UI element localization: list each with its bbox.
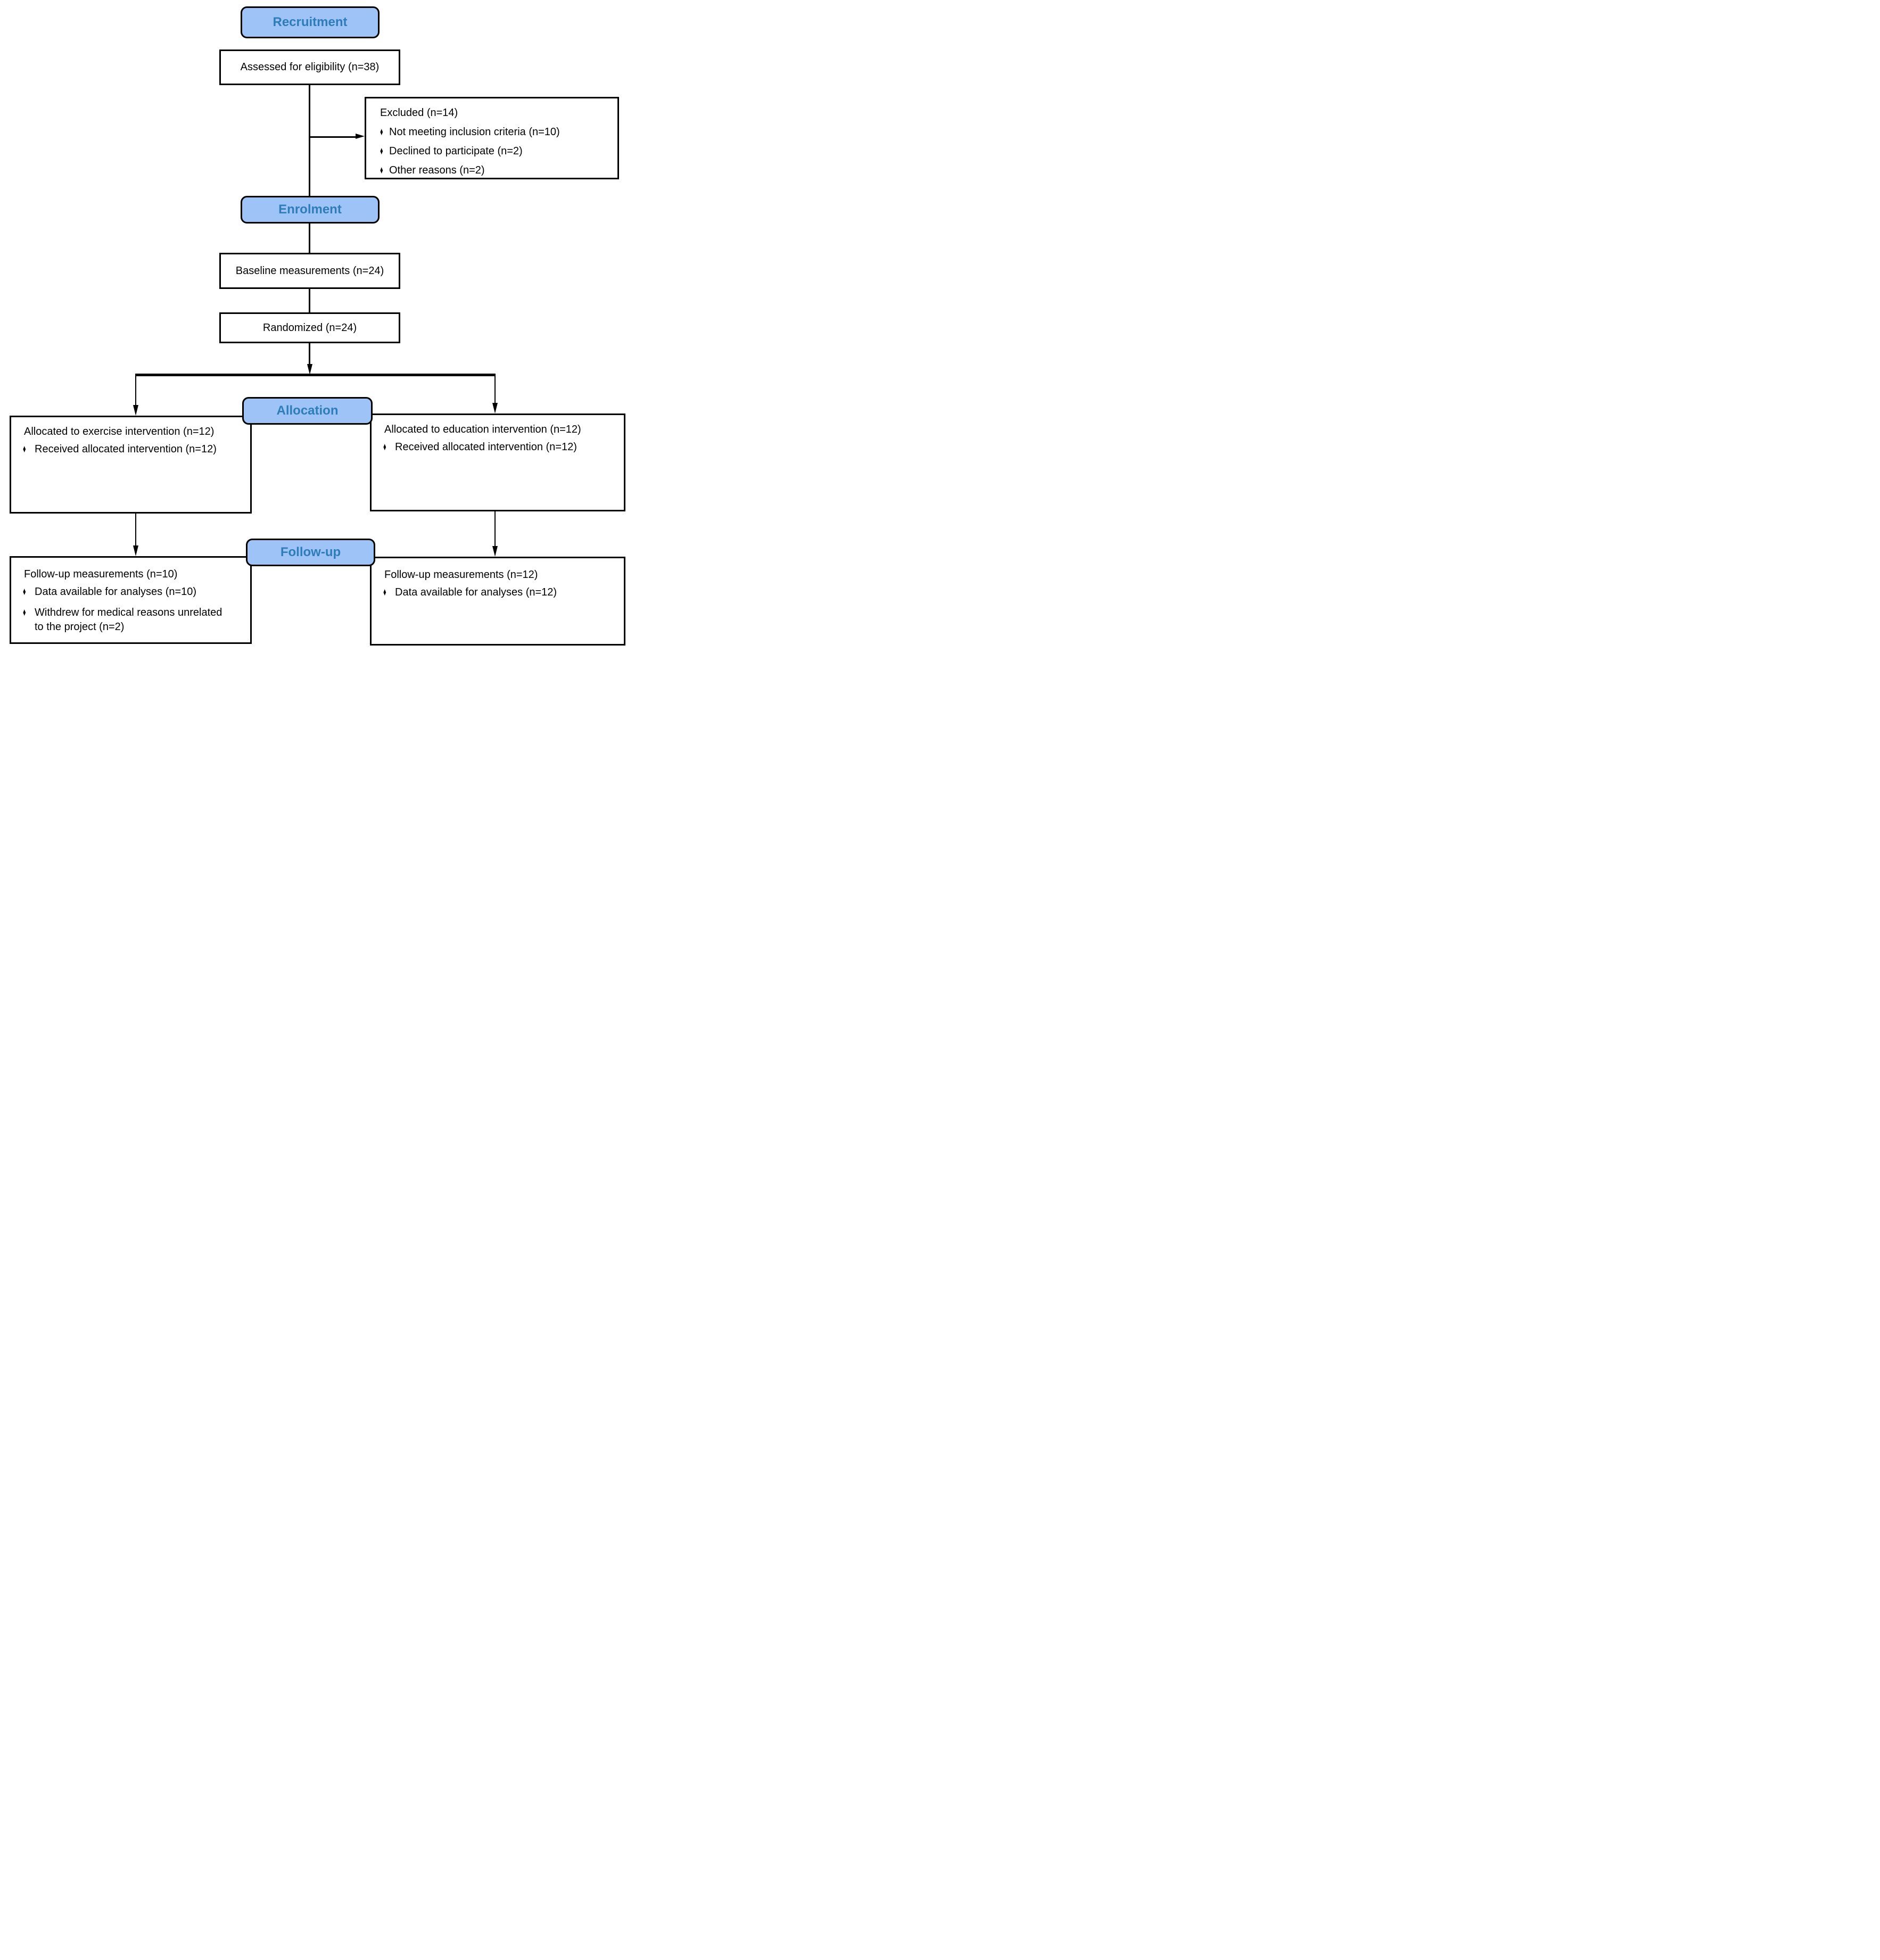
followup-right-bullet-row: ♦ Data available for analyses (n=12) [372,585,624,600]
excluded-bullet-text: Other reasons (n=2) [389,164,485,176]
connector-assessed-enrolment [309,84,310,197]
followup-left-content: Follow-up measurements (n=10) ♦ Data ava… [11,558,250,634]
followup-right-title: Follow-up measurements (n=12) [384,569,538,581]
arrowhead-into-split-icon [307,364,312,375]
followup-left-bullet-text: Data available for analyses (n=10) [35,586,197,598]
stage-recruitment: Recruitment [241,6,380,38]
excluded-title: Excluded (n=14) [380,107,458,119]
randomized-box: Randomized (n=24) [219,312,400,343]
connector-split-alloc-left [135,376,136,406]
arrowhead-into-followup-right-icon [492,546,498,557]
connector-alloc-followup-left [135,512,136,545]
alloc-left-bullet-text: Received allocated intervention (n=12) [35,443,217,455]
excluded-bullet-text: Declined to participate (n=2) [389,145,523,157]
followup-right-box: Follow-up measurements (n=12) ♦ Data ava… [370,557,625,646]
followup-left-bullet-text: Withdrew for medical reasons unrelated t… [35,607,222,633]
stage-allocation-label: Allocation [276,403,339,418]
stage-followup-label: Follow-up [280,545,341,559]
diamond-bullet-icon: ♦ [23,443,26,455]
assessed-text: Assessed for eligibility (n=38) [240,61,380,73]
baseline-text: Baseline measurements (n=24) [235,264,384,277]
excluded-box: Excluded (n=14) ♦ Not meeting inclusion … [365,97,619,179]
followup-left-title: Follow-up measurements (n=10) [24,568,178,580]
connector-alloc-followup-right [494,510,496,546]
arrowhead-into-alloc-left-icon [133,405,138,416]
alloc-left-bullet-row: ♦ Received allocated intervention (n=12) [11,442,250,457]
excluded-bullet-row: ♦ Other reasons (n=2) [366,163,617,178]
alloc-right-bullet-text: Received allocated intervention (n=12) [395,441,577,453]
stage-enrolment: Enrolment [241,196,380,224]
diamond-bullet-icon: ♦ [380,145,383,157]
alloc-left-title: Allocated to exercise intervention (n=12… [24,426,215,437]
stage-recruitment-label: Recruitment [273,15,348,29]
followup-right-bullet-text: Data available for analyses (n=12) [395,586,557,598]
alloc-right-box: Allocated to education intervention (n=1… [370,413,625,511]
diamond-bullet-icon: ♦ [380,164,383,176]
connector-enrolment-baseline [309,222,310,254]
alloc-left-content: Allocated to exercise intervention (n=12… [11,417,250,457]
connector-excluded-branch [310,136,357,138]
diamond-bullet-icon: ♦ [383,586,386,598]
assessed-box: Assessed for eligibility (n=38) [219,49,400,85]
consort-flow-diagram: Recruitment Enrolment Allocation Follow-… [0,0,626,654]
stage-enrolment-label: Enrolment [278,202,342,217]
diamond-bullet-icon: ♦ [383,441,386,453]
diamond-bullet-icon: ♦ [23,607,26,618]
excluded-content: Excluded (n=14) ♦ Not meeting inclusion … [366,98,617,178]
excluded-bullet-row: ♦ Declined to participate (n=2) [366,144,617,159]
alloc-left-box: Allocated to exercise intervention (n=12… [10,416,252,514]
baseline-box: Baseline measurements (n=24) [219,253,400,289]
split-branch-line [135,374,496,376]
connector-baseline-randomized [309,288,310,313]
stage-allocation: Allocation [242,397,373,425]
followup-left-box: Follow-up measurements (n=10) ♦ Data ava… [10,556,252,644]
connector-randomized-split [309,342,310,366]
stage-followup: Follow-up [246,539,375,566]
alloc-right-bullet-row: ♦ Received allocated intervention (n=12) [372,440,624,454]
connector-split-alloc-right [494,376,496,404]
excluded-bullet-text: Not meeting inclusion criteria (n=10) [389,126,560,138]
alloc-right-content: Allocated to education intervention (n=1… [372,415,624,454]
diamond-bullet-icon: ♦ [380,126,383,138]
excluded-bullet-row: ♦ Not meeting inclusion criteria (n=10) [366,125,617,139]
randomized-text: Randomized (n=24) [262,321,357,334]
diamond-bullet-icon: ♦ [23,586,26,598]
followup-right-content: Follow-up measurements (n=12) ♦ Data ava… [372,558,624,600]
arrowhead-into-followup-left-icon [133,545,138,556]
alloc-right-title: Allocated to education intervention (n=1… [384,424,581,435]
followup-left-bullet-row: ♦ Data available for analyses (n=10) [11,585,250,599]
arrowhead-into-excluded-icon [356,134,365,139]
arrowhead-into-alloc-right-icon [492,403,498,413]
followup-left-bullet-row: ♦ Withdrew for medical reasons unrelated… [11,606,250,634]
